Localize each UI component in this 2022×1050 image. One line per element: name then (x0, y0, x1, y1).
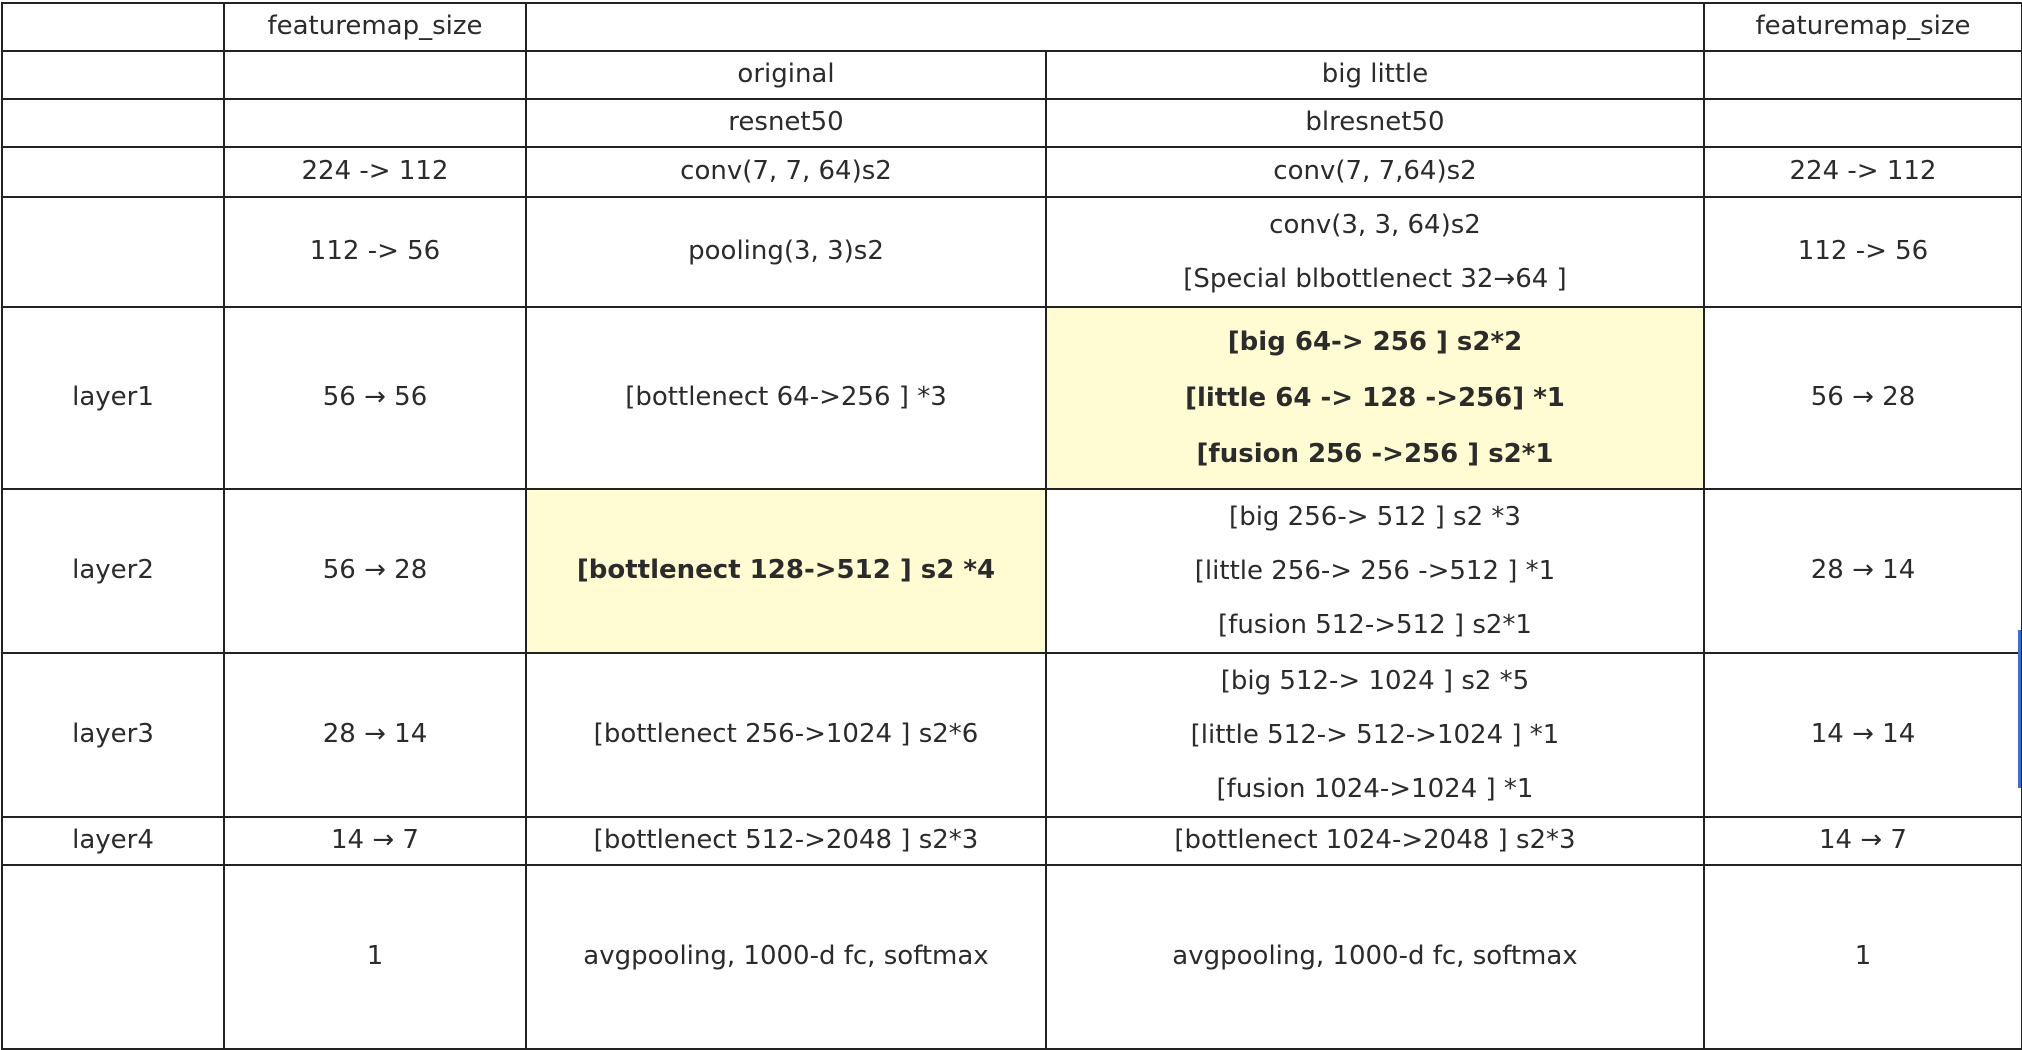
layer-cell (1, 864, 225, 1050)
original-cell-highlighted: [bottlenect 128->512 ] s2 *4 (525, 488, 1047, 654)
original-cell: avgpooling, 1000-d fc, softmax (525, 864, 1047, 1050)
big-little-line: [big 512-> 1024 ] s2 *5 (1220, 666, 1530, 696)
featuremap-right-cell: 224 -> 112 (1703, 146, 2022, 198)
original-cell: [bottlenect 256->1024 ] s2*6 (525, 652, 1047, 818)
big-little-line: conv(3, 3, 64)s2 (1269, 210, 1481, 240)
header-blank-span (525, 2, 1705, 52)
layer-cell: layer4 (1, 816, 225, 866)
featuremap-right-cell: 1 (1703, 864, 2022, 1050)
table-row: layer2 56 → 28 [bottlenect 128->512 ] s2… (1, 488, 2022, 654)
header-featuremap-right: featuremap_size (1703, 2, 2022, 52)
featuremap-right-cell: 28 → 14 (1703, 488, 2022, 654)
header-row-2: original big little (1, 50, 2022, 100)
table-row: layer1 56 → 56 [bottlenect 64->256 ] *3 … (1, 306, 2022, 490)
featuremap-left-cell: 112 -> 56 (223, 196, 527, 308)
original-cell: conv(7, 7, 64)s2 (525, 146, 1047, 198)
original-cell: [bottlenect 512->2048 ] s2*3 (525, 816, 1047, 866)
big-little-line: [fusion 1024->1024 ] *1 (1216, 774, 1534, 804)
featuremap-right-cell: 14 → 7 (1703, 816, 2022, 866)
featuremap-left-cell: 1 (223, 864, 527, 1050)
big-little-cell: [big 512-> 1024 ] s2 *5 [little 512-> 51… (1045, 652, 1705, 818)
layer-cell (1, 196, 225, 308)
table-row: layer3 28 → 14 [bottlenect 256->1024 ] s… (1, 652, 2022, 818)
featuremap-right-cell: 56 → 28 (1703, 306, 2022, 490)
layer-cell: layer3 (1, 652, 225, 818)
big-little-line: [big 256-> 512 ] s2 *3 (1229, 502, 1521, 532)
layer-cell (1, 146, 225, 198)
big-little-line: [little 512-> 512->1024 ] *1 (1190, 720, 1560, 750)
header-blresnet50: blresnet50 (1045, 98, 1705, 148)
featuremap-left-cell: 224 -> 112 (223, 146, 527, 198)
featuremap-left-cell: 56 → 28 (223, 488, 527, 654)
original-cell: [bottlenect 64->256 ] *3 (525, 306, 1047, 490)
header-layer-cell (1, 2, 225, 52)
big-little-cell: conv(7, 7,64)s2 (1045, 146, 1705, 198)
table-row: 1 avgpooling, 1000-d fc, softmax avgpool… (1, 864, 2022, 1050)
featuremap-left-cell: 14 → 7 (223, 816, 527, 866)
featuremap-left-cell: 56 → 56 (223, 306, 527, 490)
featuremap-right-cell: 14 → 14 (1703, 652, 2022, 818)
big-little-cell: [big 256-> 512 ] s2 *3 [little 256-> 256… (1045, 488, 1705, 654)
header-featuremap-left: featuremap_size (223, 2, 527, 52)
big-little-cell: avgpooling, 1000-d fc, softmax (1045, 864, 1705, 1050)
original-cell: pooling(3, 3)s2 (525, 196, 1047, 308)
big-little-cell-highlighted: [big 64-> 256 ] s2*2 [little 64 -> 128 -… (1045, 306, 1705, 490)
header-original: original (525, 50, 1047, 100)
big-little-line: [little 64 -> 128 ->256] *1 (1185, 383, 1565, 413)
layer-cell: layer1 (1, 306, 225, 490)
big-little-line: [little 256-> 256 ->512 ] *1 (1194, 556, 1556, 586)
big-little-line: [Special blbottlenect 32→64 ] (1183, 264, 1567, 294)
header-resnet50: resnet50 (525, 98, 1047, 148)
header-row-3: resnet50 blresnet50 (1, 98, 2022, 148)
table-row: 112 -> 56 pooling(3, 3)s2 conv(3, 3, 64)… (1, 196, 2022, 308)
layer-cell: layer2 (1, 488, 225, 654)
featuremap-left-cell: 28 → 14 (223, 652, 527, 818)
table-row: layer4 14 → 7 [bottlenect 512->2048 ] s2… (1, 816, 2022, 866)
header-row-1: featuremap_size featuremap_size (1, 2, 2022, 52)
selection-edge-marker (2018, 630, 2021, 788)
featuremap-right-cell: 112 -> 56 (1703, 196, 2022, 308)
big-little-cell: [bottlenect 1024->2048 ] s2*3 (1045, 816, 1705, 866)
table-row: 224 -> 112 conv(7, 7, 64)s2 conv(7, 7,64… (1, 146, 2022, 198)
big-little-line: [big 64-> 256 ] s2*2 (1227, 327, 1523, 357)
big-little-cell: conv(3, 3, 64)s2 [Special blbottlenect 3… (1045, 196, 1705, 308)
big-little-line: [fusion 256 ->256 ] s2*1 (1196, 439, 1554, 469)
big-little-line: [fusion 512->512 ] s2*1 (1218, 610, 1532, 640)
header-big-little: big little (1045, 50, 1705, 100)
